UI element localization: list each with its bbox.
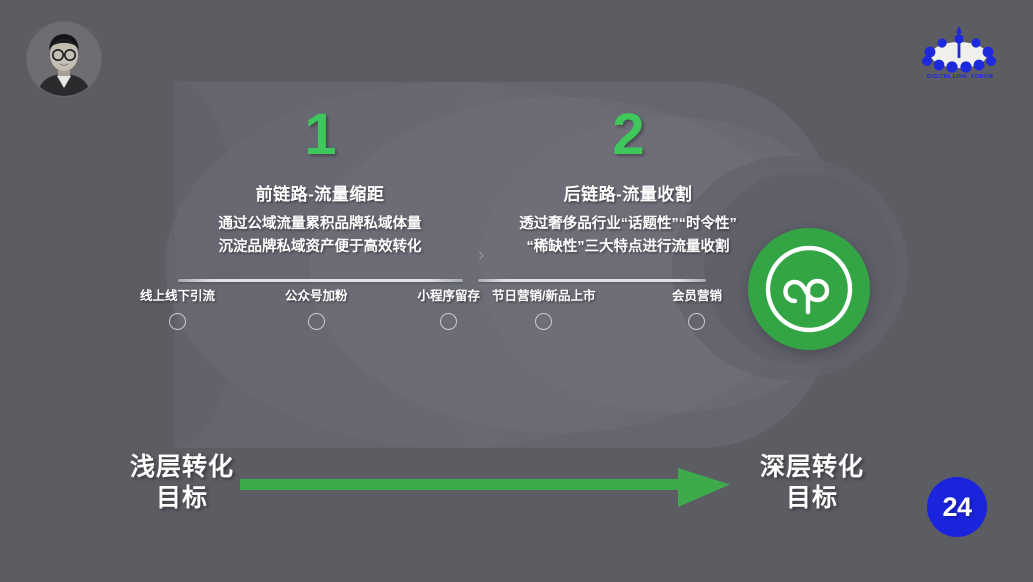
step-dot-icon	[440, 313, 458, 330]
avatar-portrait-icon	[27, 22, 101, 96]
brand-word-3: FORUM	[971, 74, 993, 80]
step-item[interactable]: 线上线下引流	[140, 285, 215, 330]
step-label: 小程序留存	[417, 289, 480, 303]
step-label: 节日营销/新品上市	[492, 289, 596, 303]
step-label: 线上线下引流	[140, 289, 216, 303]
stage-1-column: 1 前链路-流量缩距 通过公域流量累积品牌私域体量 沉淀品牌私域资产便于高效转化	[170, 102, 470, 283]
stage-1-steps: 线上线下引流 公众号加粉 小程序留存	[140, 285, 480, 330]
stage-2-number: 2	[612, 102, 644, 167]
step-label: 公众号加粉	[284, 289, 348, 303]
brand-logo: DIGITAL LINK FORUM	[909, 20, 1009, 82]
digital-link-forum-logo-icon: DIGITAL LINK FORUM	[922, 26, 996, 80]
step-item[interactable]: 小程序留存	[417, 285, 480, 330]
step-item[interactable]: 公众号加粉	[285, 285, 348, 330]
stage-1-desc-line-1: 通过公域流量累积品牌私域体量	[218, 216, 422, 232]
stage-2-divider	[478, 279, 706, 283]
wechat-mini-program-icon	[765, 245, 853, 333]
shallow-goal-line-1: 浅层转化	[129, 453, 234, 481]
step-dot-icon	[688, 313, 706, 330]
stage-1-divider	[177, 279, 463, 283]
step-dot-icon	[307, 313, 325, 330]
shallow-goal-line-2: 目标	[155, 483, 208, 512]
progression-arrow	[240, 466, 730, 510]
progression-arrow-icon	[240, 468, 730, 507]
deep-goal-line-2: 目标	[785, 483, 838, 512]
deep-conversion-goal: 深层转化 目标	[742, 452, 882, 513]
stage-2-desc-line-2: “稀缺性”三大特点进行流量收割	[526, 239, 730, 256]
stage-1-title: 前链路-流量缩距	[255, 185, 385, 204]
stage-separator-chevron: ›	[478, 245, 485, 266]
stage-2-column: 2 后链路-流量收割 透过奢侈品行业“话题性”“时令性” “稀缺性”三大特点进行…	[478, 102, 778, 283]
step-item[interactable]: 节日营销/新品上市	[492, 285, 595, 330]
wechat-mini-program-badge	[748, 228, 870, 350]
step-item[interactable]: 会员营销	[672, 285, 722, 330]
brand-word-2: LINK	[953, 74, 968, 80]
stage-1-desc-line-2: 沉淀品牌私域资产便于高效转化	[218, 239, 422, 256]
stage-1-number: 1	[304, 102, 336, 167]
step-dot-icon	[535, 313, 553, 330]
step-dot-icon	[169, 313, 186, 330]
brand-word-1: DIGITAL	[927, 74, 952, 80]
stage-2-steps: 节日营销/新品上市 会员营销	[492, 285, 722, 330]
step-label: 会员营销	[671, 289, 722, 303]
deep-goal-line-1: 深层转化	[759, 453, 864, 481]
shallow-conversion-goal: 浅层转化 目标	[112, 452, 252, 513]
page-number-badge: 24	[927, 477, 987, 537]
stage-2-title: 后链路-流量收割	[563, 185, 693, 204]
avatar	[27, 22, 101, 96]
stage-2-desc-line-1: 透过奢侈品行业“话题性”“时令性”	[519, 216, 737, 232]
